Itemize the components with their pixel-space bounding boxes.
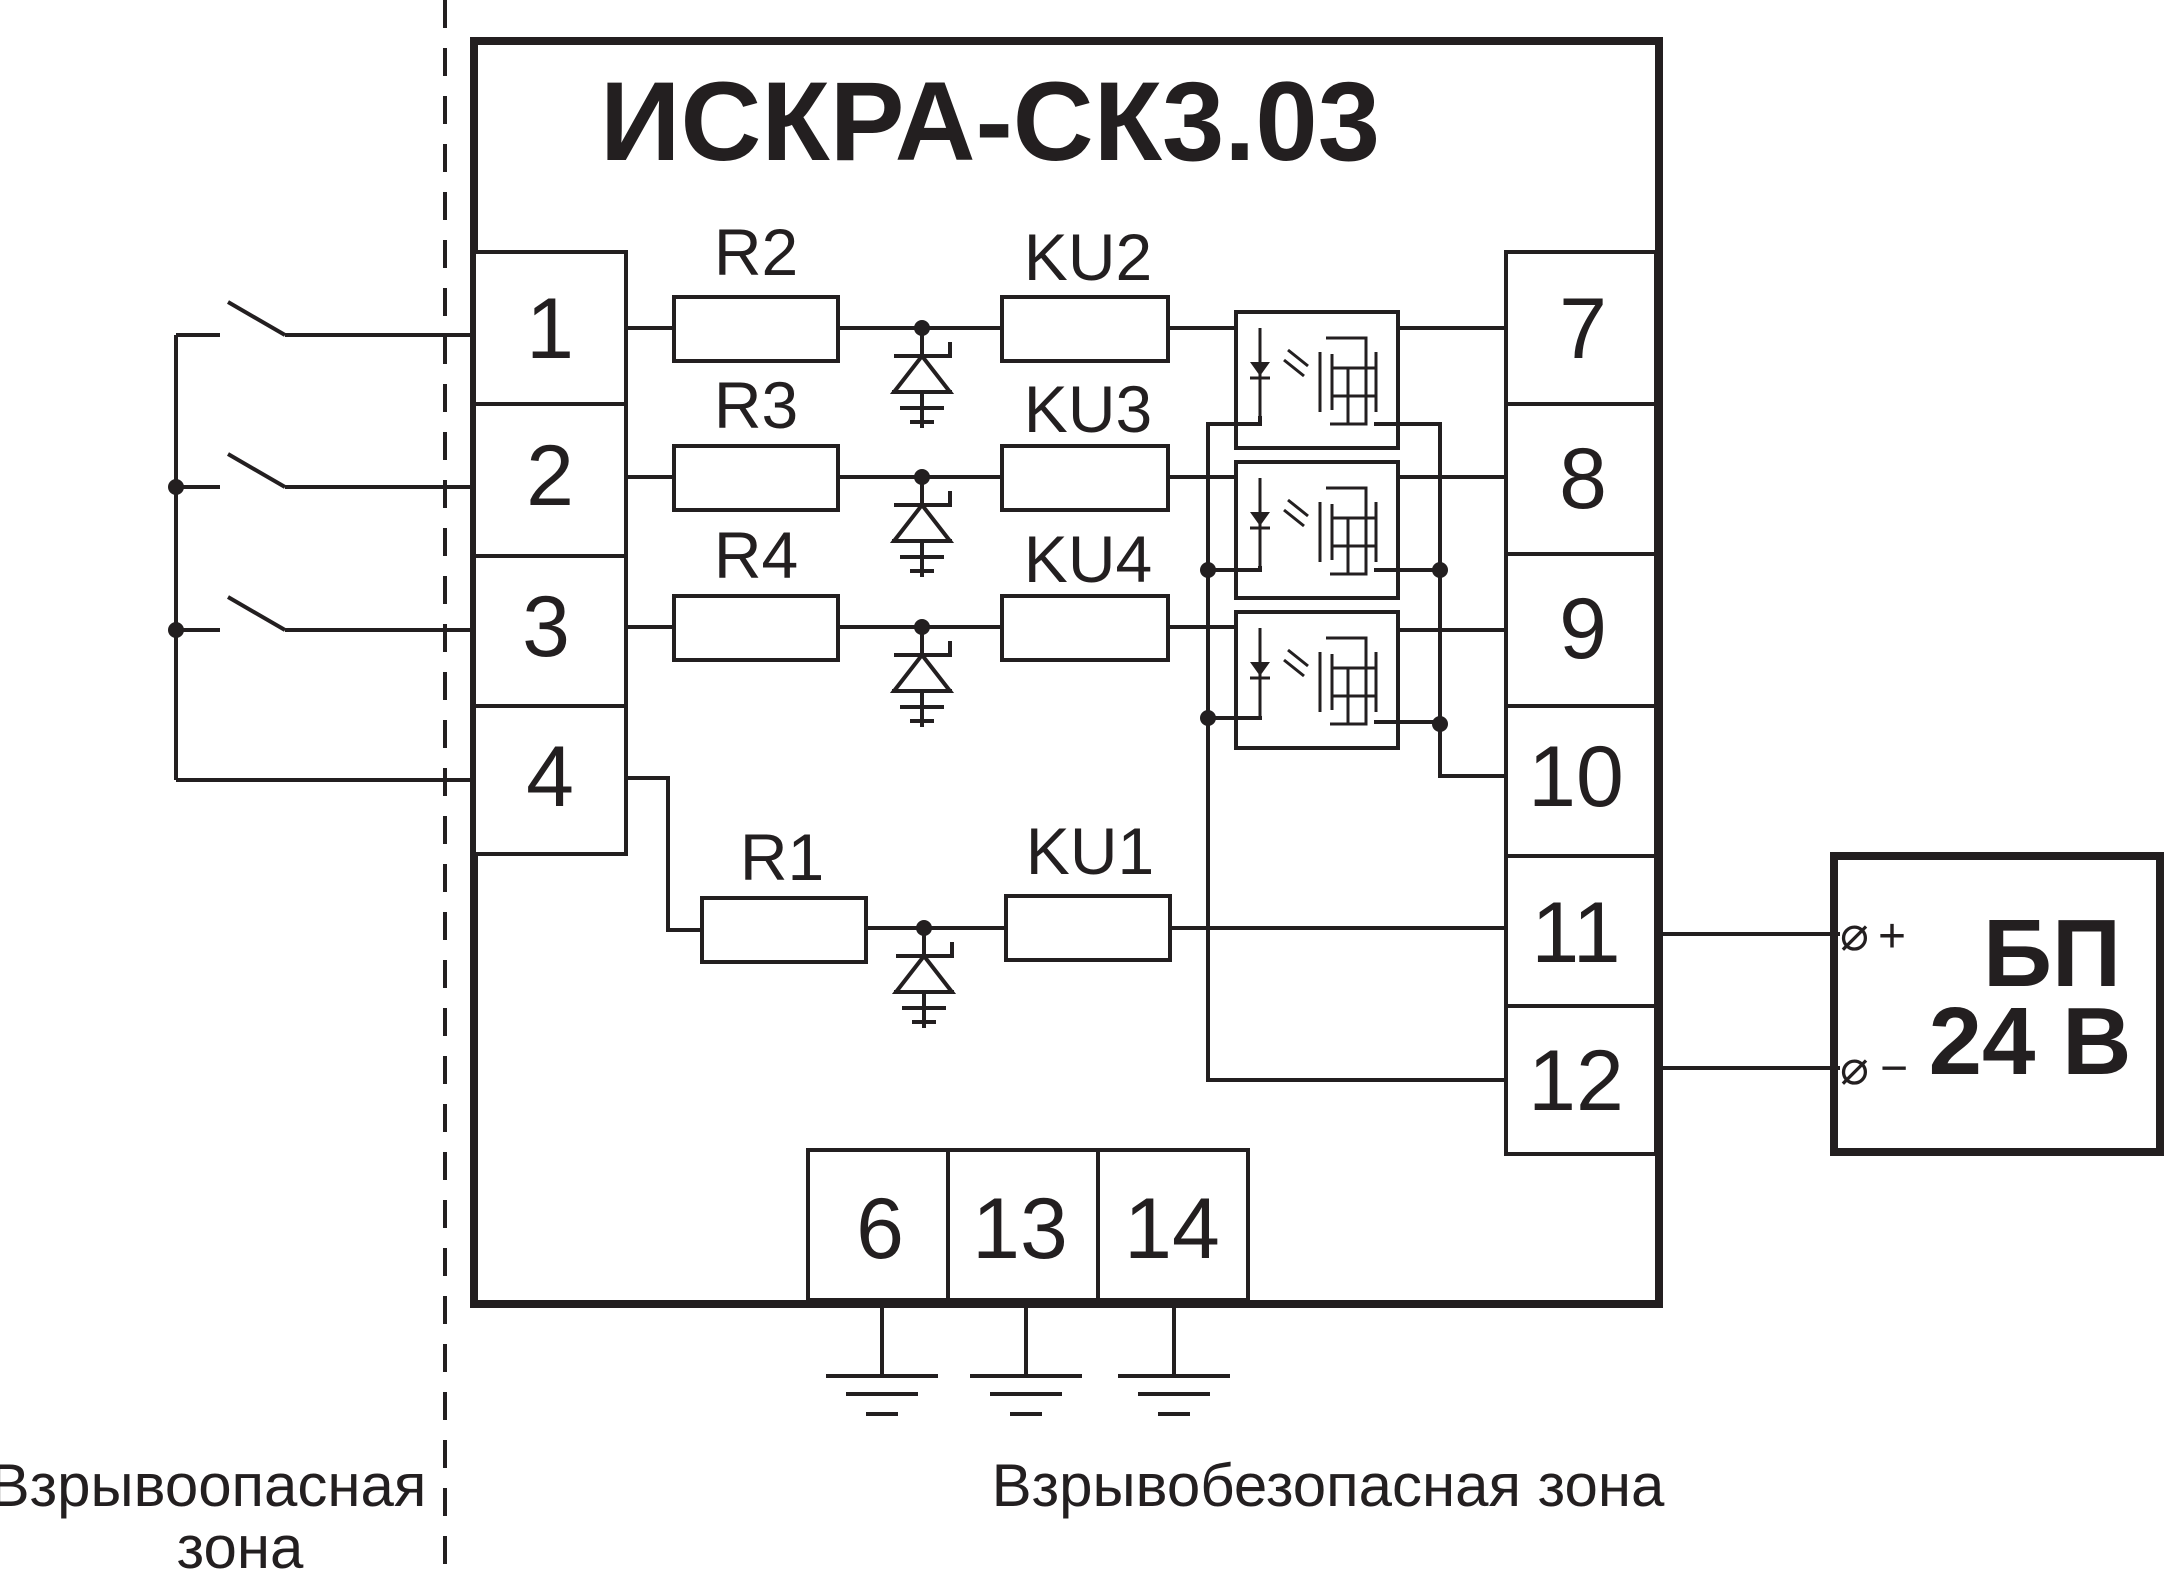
terminal-11: 11 — [1531, 885, 1620, 981]
terminal-9: 9 — [1559, 581, 1607, 677]
terminal-1: 1 — [526, 281, 574, 377]
psu-minus-sign: − — [1880, 1042, 1908, 1095]
psu-voltage: 24 В — [1929, 988, 2132, 1095]
psu-minus-terminal-symbol: ⌀ — [1840, 1042, 1869, 1095]
left-terminal-block: 1 2 3 4 — [472, 250, 628, 856]
channel-1: R2 KU2 — [626, 215, 1506, 363]
safe-zone-label: Взрывобезопасная зона — [992, 1452, 1665, 1519]
terminal-8: 8 — [1559, 431, 1607, 527]
terminal-3: 3 — [522, 579, 570, 675]
hazardous-zone-label-line1: Взрывоопасная — [0, 1452, 426, 1519]
terminal-2: 2 — [526, 428, 574, 524]
power-supply: ⌀ + ⌀ − БП 24 В — [1656, 852, 2164, 1156]
right-terminal-block: 7 8 9 10 11 12 — [1504, 250, 1658, 1156]
fuse-label-ku3: KU3 — [1024, 372, 1152, 446]
device-title: ИСКРА-СК3.03 — [600, 59, 1380, 184]
resistor-label-r2: R2 — [714, 215, 798, 289]
fuse-label-ku4: KU4 — [1024, 522, 1152, 596]
channel-4: R1 KU1 — [626, 776, 1506, 964]
ground-symbols — [826, 1300, 1230, 1416]
zener-diodes — [889, 328, 957, 1028]
external-switches — [168, 300, 474, 782]
resistor-label-r4: R4 — [714, 518, 798, 592]
fuse-label-ku1: KU1 — [1026, 814, 1154, 888]
fuse-label-ku2: KU2 — [1024, 220, 1152, 294]
terminal-6: 6 — [856, 1181, 904, 1277]
psu-plus-sign: + — [1878, 910, 1906, 963]
terminal-13: 13 — [972, 1181, 1068, 1277]
terminal-7: 7 — [1559, 281, 1607, 377]
psu-plus-terminal-symbol: ⌀ — [1840, 908, 1869, 961]
terminal-14: 14 — [1124, 1181, 1220, 1277]
terminal-4: 4 — [526, 729, 574, 825]
psu-label: БП — [1983, 900, 2121, 1007]
terminal-12: 12 — [1528, 1033, 1624, 1129]
terminal-10: 10 — [1528, 729, 1624, 825]
channel-2: R3 KU3 — [626, 368, 1506, 512]
hazardous-zone-label-line2: зона — [177, 1514, 304, 1575]
optocoupler-relays — [1234, 310, 1400, 750]
resistor-label-r1: R1 — [740, 820, 824, 894]
internal-bus — [1200, 416, 1506, 1082]
bottom-terminal-block: 6 13 14 — [806, 1148, 1250, 1302]
channel-3: R4 KU4 — [626, 518, 1506, 662]
resistor-label-r3: R3 — [714, 368, 798, 442]
